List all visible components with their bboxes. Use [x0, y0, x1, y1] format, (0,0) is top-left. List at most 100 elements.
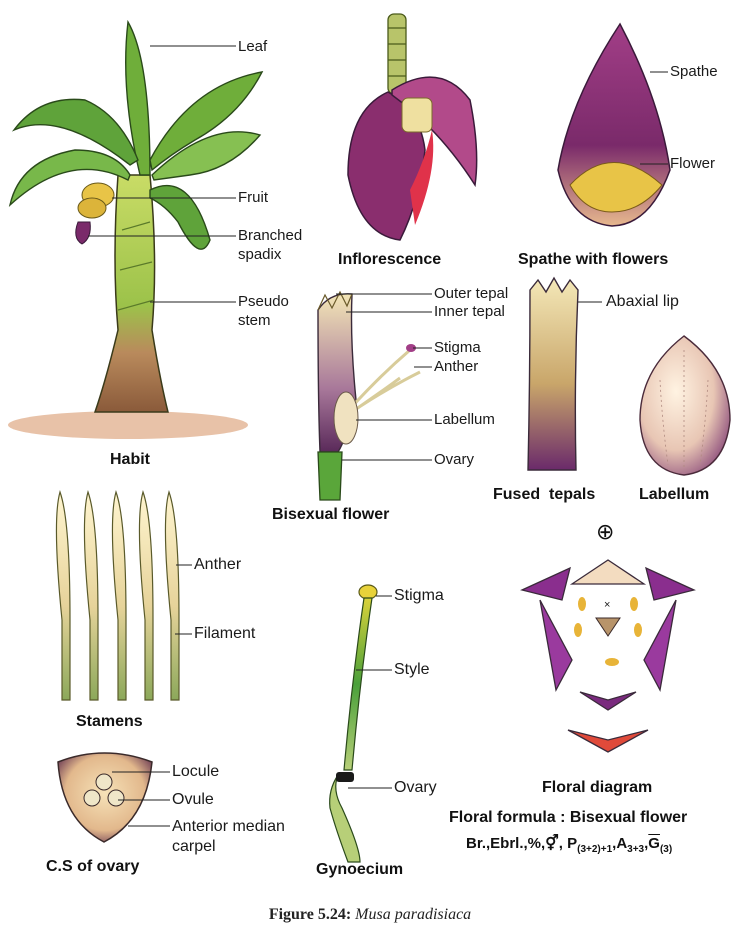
ovary-section — [57, 752, 153, 843]
fused-tepals-drawing — [527, 276, 602, 471]
title-floral-diagram: Floral diagram — [542, 779, 653, 796]
labellum-bottom — [567, 729, 649, 753]
tepal-bottom — [579, 691, 637, 711]
title-labellum: Labellum — [639, 486, 710, 503]
title-stamens: Stamens — [76, 713, 143, 730]
formula-comma: , — [558, 835, 563, 852]
formula-p: P — [567, 835, 578, 852]
label-abaxial-lip: Abaxial lip — [606, 293, 679, 310]
label-locule: Locule — [172, 763, 220, 780]
title-bisexual-flower: Bisexual flower — [272, 506, 390, 523]
formula-g: G — [648, 835, 660, 852]
gynoecium-style — [343, 597, 373, 771]
stamen — [164, 490, 180, 701]
label-filament: Filament — [194, 625, 256, 642]
tepal-right-lower — [643, 599, 677, 692]
labellum-shape — [639, 335, 731, 476]
leaf-left-1 — [11, 98, 139, 166]
title-spathe: Spathe with flowers — [518, 251, 669, 268]
label-carpel: carpel — [172, 838, 216, 855]
flower-ovary — [317, 451, 343, 501]
label-pseudo: Pseudo — [238, 293, 289, 310]
flower-cluster — [401, 97, 433, 133]
label-anterior-median: Anterior median — [172, 818, 285, 835]
label-fruit: Fruit — [238, 189, 268, 206]
formula-sex-symbol: ⚥ — [545, 835, 559, 852]
outer-tepal-right — [645, 566, 696, 601]
tepal-tips — [317, 290, 353, 311]
leaf-right-1 — [149, 71, 264, 172]
figure-caption: Figure 5.24: Musa paradisiaca — [0, 906, 740, 924]
actinomorphic-symbol: ⊕ — [596, 520, 615, 545]
leaf-top — [125, 19, 151, 176]
stamen — [111, 490, 127, 701]
label-stigma: Stigma — [434, 339, 481, 356]
figure-species: Musa paradisiaca — [355, 906, 472, 923]
spathe-flowers — [569, 162, 663, 213]
formula-prefix: Br.,Ebrl.,%, — [466, 835, 546, 852]
soil — [8, 411, 248, 439]
spathe-drawing — [557, 22, 671, 227]
male-bud — [75, 221, 91, 245]
title-inflorescence: Inflorescence — [338, 251, 442, 268]
label-stamen-anther: Anther — [194, 556, 242, 573]
cs-ovary-drawing — [57, 752, 170, 843]
stamen — [138, 490, 154, 701]
outer-tepal-top — [569, 559, 647, 585]
gynoecium-stigma — [358, 584, 378, 600]
title-fused-tepals: Fused tepals — [493, 486, 596, 503]
formula-g-sub: (3) — [659, 844, 673, 855]
leaf-right-2 — [151, 131, 262, 181]
title-cs-ovary: C.S of ovary — [46, 858, 140, 875]
bisexual-flower-drawing — [317, 290, 432, 501]
label-style: Style — [394, 661, 430, 678]
label-branched: Branched — [238, 227, 303, 244]
label-gyn-ovary: Ovary — [394, 779, 437, 796]
labellum-part — [333, 391, 359, 445]
diagram-center-mark: × — [604, 599, 611, 611]
leaf-right-3 — [149, 185, 211, 250]
formula-a-sub: 3+3 — [627, 844, 645, 855]
label-stem: stem — [238, 312, 271, 329]
diagram-center — [554, 586, 662, 694]
labellum-drawing — [639, 335, 731, 476]
label-labellum: Labellum — [434, 411, 495, 428]
label-leaf: Leaf — [238, 38, 268, 55]
label-spathe: Spathe — [670, 63, 718, 80]
stamen — [83, 490, 99, 701]
label-anther: Anther — [434, 358, 479, 375]
fused-tepal-tube — [527, 276, 579, 471]
tepal-left-lower — [539, 599, 573, 692]
label-spadix: spadix — [238, 246, 282, 263]
leaf-left-2 — [8, 149, 131, 208]
label-ovary: Ovary — [434, 451, 475, 468]
fruit-bunch — [77, 182, 115, 219]
label-inner-tepal: Inner tepal — [434, 303, 505, 320]
peduncle — [387, 13, 407, 95]
stigma-knob — [406, 344, 416, 352]
formula-a: A — [616, 835, 628, 852]
label-ovule: Ovule — [172, 791, 214, 808]
label-flower: Flower — [670, 155, 716, 172]
title-gynoecium: Gynoecium — [316, 861, 404, 878]
stamen — [55, 490, 71, 701]
label-gyn-stigma: Stigma — [394, 587, 444, 604]
floral-formula-heading: Floral formula : Bisexual flower — [449, 809, 688, 826]
inflorescence-drawing — [347, 13, 478, 241]
formula-comma: , — [612, 835, 617, 852]
diagram-ovary — [595, 617, 621, 637]
stamens-drawing — [55, 490, 192, 701]
figure-number: Figure 5.24: — [268, 906, 352, 923]
floral-formula: Br.,Ebrl.,%,⚥, P(3+2)+1,A3+3,G(3) — [466, 834, 672, 860]
formula-comma: , — [644, 835, 649, 852]
formula-p-sub: (3+2)+1 — [577, 844, 613, 855]
gynoecium-ovary — [329, 774, 361, 863]
outer-tepal-left — [520, 566, 571, 601]
label-outer-tepal: Outer tepal — [434, 285, 509, 302]
gynoecium-drawing — [329, 584, 392, 863]
floral-diagram-drawing — [520, 559, 696, 753]
title-habit: Habit — [110, 451, 150, 468]
habit-drawing — [8, 19, 264, 439]
pseudo-stem — [93, 174, 169, 413]
